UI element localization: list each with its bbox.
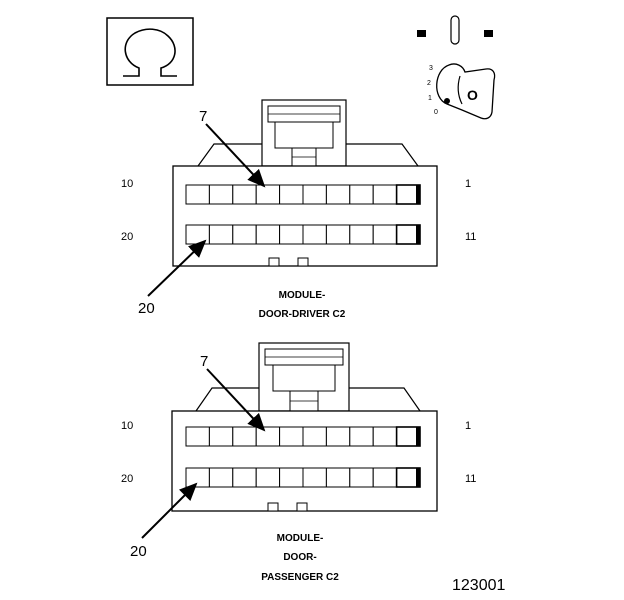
pin-cavity-10 [185, 426, 210, 447]
pin-label-10: 10 [121, 420, 133, 432]
pin-cavity-edge [416, 225, 420, 244]
connector-caption-line-2: DOOR- [283, 552, 316, 563]
pin-cavity-14 [325, 224, 351, 245]
connector-passenger: 10 1 20 11 7 20 MODULE- DOOR- PASSENGER … [121, 342, 476, 583]
pin-cavity-18 [232, 224, 257, 245]
pin-label-1: 1 [465, 178, 471, 190]
ignition-position-1: 1 [428, 95, 432, 102]
connector-caption-line-3: PASSENGER C2 [261, 572, 339, 583]
pin-cavity-6 [279, 184, 304, 205]
callout-arrow-7 [206, 368, 266, 432]
connector-caption-line-1: MODULE- [279, 290, 326, 301]
pin-cavity-2 [372, 184, 398, 205]
callout-pin-7: 7 [199, 108, 207, 125]
pin-cavity-14 [325, 467, 351, 488]
pin-cavity-19 [208, 224, 234, 245]
pin-cavity-5 [302, 184, 327, 205]
pin-label-11: 11 [465, 473, 476, 485]
pin-cavity-3 [349, 426, 374, 447]
pin-cavity-7 [255, 426, 281, 447]
callout-pin-20: 20 [130, 543, 147, 560]
ohm-icon [106, 17, 194, 86]
ignition-position-3: 3 [429, 65, 433, 72]
pin-cavity-17 [255, 467, 281, 488]
pin-cavity-8 [232, 426, 257, 447]
callout-arrow-20 [147, 239, 207, 297]
pin-cavity-2 [372, 426, 398, 447]
pin-cavity-13 [349, 224, 374, 245]
pin-cavity-13 [349, 467, 374, 488]
pin-cavity-17 [255, 224, 281, 245]
pin-cavity-4 [325, 184, 351, 205]
pin-cavity-16 [279, 224, 304, 245]
ignition-position-2: 2 [427, 80, 431, 87]
connector-driver-pins [185, 184, 421, 245]
ignition-position-0: 0 [434, 109, 438, 116]
pin-cavity-edge [416, 427, 420, 446]
pin-label-10: 10 [121, 178, 133, 190]
pin-cavity-18 [232, 467, 257, 488]
pin-label-20: 20 [121, 473, 133, 485]
pin-cavity-15 [302, 467, 327, 488]
pin-label-20: 20 [121, 231, 133, 243]
pin-cavity-edge [416, 468, 420, 487]
figure-id: 123001 [452, 577, 505, 594]
pin-cavity-9 [208, 184, 234, 205]
connector-caption-line-2: DOOR-DRIVER C2 [259, 309, 346, 320]
ignition-key-label: O [467, 87, 478, 103]
callout-arrow-7 [205, 123, 266, 188]
callout-pin-7: 7 [200, 353, 208, 370]
connector-driver: 10 1 20 11 7 20 MODULE- DOOR-DRIVER C2 [121, 99, 476, 320]
pin-cavity-10 [185, 184, 210, 205]
ignition-key-icon: 3 2 1 0 O [417, 15, 496, 120]
pin-cavity-edge [416, 185, 420, 204]
pin-cavity-15 [302, 224, 327, 245]
pin-cavity-7 [255, 184, 281, 205]
pin-cavity-8 [232, 184, 257, 205]
pin-label-11: 11 [465, 231, 476, 243]
pin-cavity-19 [208, 467, 234, 488]
pin-cavity-6 [279, 426, 304, 447]
pin-cavity-9 [208, 426, 234, 447]
pin-cavity-20 [185, 224, 210, 245]
pin-cavity-16 [279, 467, 304, 488]
connector-caption-line-1: MODULE- [277, 533, 324, 544]
callout-pin-20: 20 [138, 300, 155, 317]
pin-cavity-12 [372, 224, 398, 245]
pin-cavity-5 [302, 426, 327, 447]
callout-arrow-20 [141, 482, 198, 539]
pin-cavity-20 [185, 467, 210, 488]
pin-label-1: 1 [465, 420, 471, 432]
connector-passenger-pins [185, 426, 421, 488]
pin-cavity-12 [372, 467, 398, 488]
pin-cavity-3 [349, 184, 374, 205]
pin-cavity-4 [325, 426, 351, 447]
